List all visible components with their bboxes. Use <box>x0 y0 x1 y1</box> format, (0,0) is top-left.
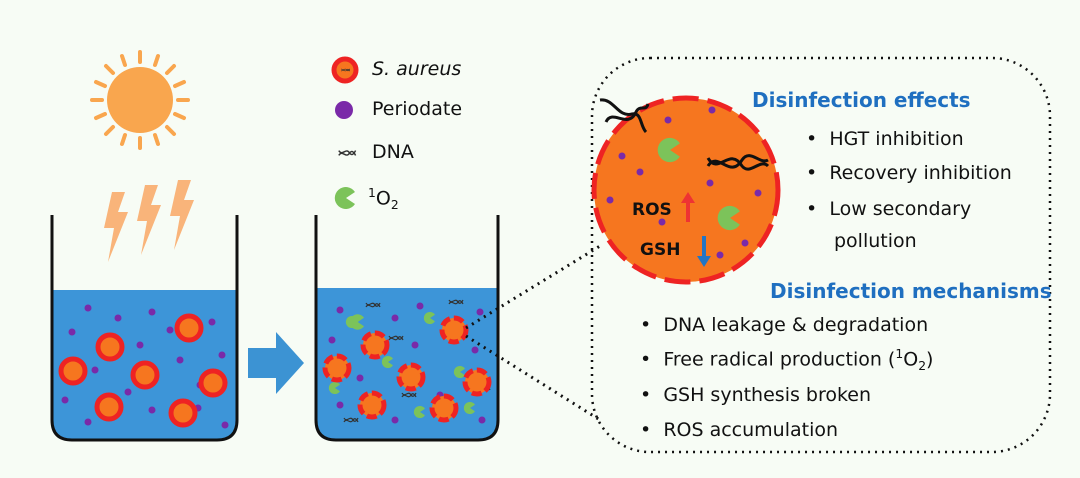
ros-up-arrow-icon <box>681 192 695 222</box>
zoom-connector <box>465 244 601 422</box>
beaker-treated <box>314 215 500 442</box>
effects-item: • HGT inhibition <box>806 128 964 150</box>
legend-periodate-label: Periodate <box>372 98 463 120</box>
dna-strand-icon <box>706 154 770 171</box>
legend-dna-icon <box>338 149 357 157</box>
beaker-untreated <box>50 215 239 442</box>
effects-item: • Recovery inhibition <box>806 162 1012 184</box>
sun-icon <box>90 50 190 150</box>
effects-heading: Disinfection effects <box>752 88 971 112</box>
gsh-label: GSH <box>640 240 681 260</box>
zoom-panel <box>590 56 1052 454</box>
legend-periodate-icon <box>335 101 353 119</box>
bacterium-zoom <box>591 95 781 285</box>
process-arrow-icon <box>248 332 304 394</box>
effects-item-continued: pollution <box>834 230 917 252</box>
mechanisms-item: • ROS accumulation <box>640 419 839 441</box>
ros-label: ROS <box>632 200 672 220</box>
legend-s-aureus-label: S. aureus <box>372 58 462 80</box>
mechanisms-heading: Disinfection mechanisms <box>770 279 1052 303</box>
legend-s-aureus-icon <box>331 56 359 84</box>
legend-singlet-oxygen-icon <box>334 187 355 209</box>
legend-dna-label: DNA <box>372 141 414 163</box>
mechanisms-item: • GSH synthesis broken <box>640 384 872 406</box>
gsh-down-arrow-icon <box>697 236 711 267</box>
mechanisms-item: • Free radical production (1O2) <box>640 347 934 374</box>
effects-item: • Low secondary <box>806 198 972 220</box>
legend-singlet-oxygen-label: 1O2 <box>368 186 399 213</box>
leaked-dna-icon <box>599 98 650 134</box>
lightning-icon <box>104 180 194 262</box>
mechanisms-item: • DNA leakage & degradation <box>640 314 929 336</box>
